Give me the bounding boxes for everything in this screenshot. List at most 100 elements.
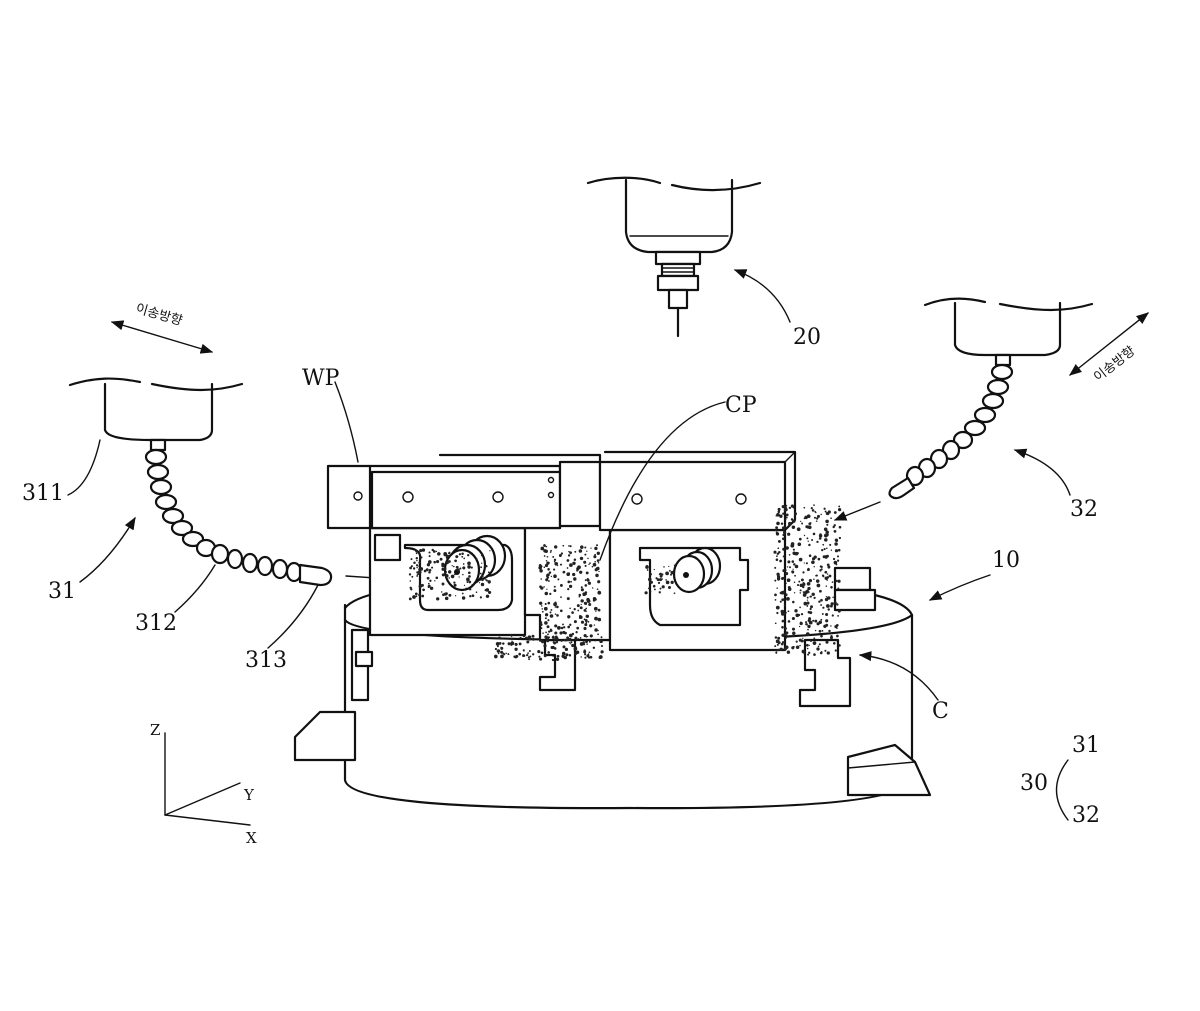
chip-dot	[486, 595, 489, 598]
chip-dot	[809, 554, 812, 557]
chip-dot	[579, 594, 582, 597]
chip-dot	[575, 631, 577, 633]
chip-dot	[598, 609, 601, 612]
chip-dot	[554, 624, 557, 627]
chip-dot	[409, 597, 412, 600]
chip-dot	[581, 586, 583, 588]
chip-dot	[497, 645, 499, 647]
chip-dot	[547, 633, 549, 635]
chip-dot	[581, 604, 582, 605]
chip-dot	[776, 555, 778, 557]
chip-dot	[594, 607, 598, 611]
chip-dot	[825, 511, 827, 513]
chip-dot	[571, 611, 574, 614]
chip-dot	[787, 578, 791, 582]
chip-dot	[803, 591, 807, 595]
chip-dot	[569, 624, 571, 626]
chip-dot	[545, 650, 546, 651]
axis-y-label: Y	[243, 786, 255, 804]
chip-dot	[563, 656, 567, 660]
chip-dot	[554, 631, 557, 634]
chip-dot	[808, 544, 810, 546]
chip-dot	[532, 638, 535, 641]
chip-dot	[836, 639, 838, 641]
chip-dot	[811, 507, 813, 509]
chip-dot	[837, 587, 839, 589]
chip-dot	[468, 575, 471, 578]
chip-dot	[596, 544, 598, 546]
chip-dot	[586, 654, 589, 657]
chip-dot	[567, 567, 569, 569]
chip-dot	[469, 552, 471, 554]
chip-dot	[835, 649, 837, 651]
chip-dot	[785, 572, 788, 575]
chip-dot	[786, 583, 787, 584]
right-nozzle-assembly	[835, 299, 1092, 520]
chip-dot	[551, 576, 552, 577]
chip-dot	[461, 556, 463, 558]
chip-dot	[583, 561, 586, 564]
chip-dot	[453, 581, 455, 583]
chip-dot	[835, 580, 837, 582]
chip-dot	[820, 619, 822, 621]
chip-dot	[508, 642, 511, 645]
chip-dot	[553, 574, 557, 578]
chip-dot	[785, 646, 789, 650]
chip-dot	[428, 583, 430, 585]
chip-dot	[792, 635, 795, 638]
chip-dot	[546, 574, 547, 575]
chip-dot	[548, 636, 550, 638]
chip-dot	[807, 625, 810, 628]
chip-dot	[788, 522, 792, 526]
label-313: 313	[245, 648, 287, 673]
chip-dot	[585, 608, 587, 610]
chip-dot	[411, 576, 413, 578]
chip-dot	[433, 561, 436, 564]
chip-dot	[585, 579, 587, 581]
chip-dot	[539, 658, 542, 661]
chip-dot	[545, 578, 548, 581]
chip-dot	[827, 563, 830, 566]
chip-dot	[588, 603, 591, 606]
chip-dot	[826, 604, 830, 608]
chip-dot	[792, 617, 795, 620]
label-30-sub-32: 32	[1072, 803, 1100, 828]
chip-dot	[540, 547, 544, 551]
chip-dot	[446, 593, 447, 594]
chip-dot	[810, 605, 813, 608]
chip-dot	[519, 642, 522, 645]
chip-dot	[785, 612, 787, 614]
chip-dot	[660, 588, 662, 590]
chip-dot	[581, 588, 584, 591]
chip-dot	[807, 599, 808, 600]
chip-dot	[803, 507, 805, 509]
chip-dot	[547, 619, 549, 621]
chip-dot	[835, 564, 837, 566]
chip-dot	[462, 593, 464, 595]
chip-dot	[420, 556, 422, 558]
chip-dot	[454, 559, 457, 562]
chip-dot	[794, 512, 797, 515]
chip-dot	[437, 552, 441, 556]
chip-dot	[824, 650, 826, 652]
chip-dot	[547, 651, 550, 654]
chip-dot	[824, 571, 827, 574]
chip-dot	[597, 552, 600, 555]
chip-dot	[550, 614, 554, 618]
chip-dot	[777, 637, 780, 640]
chip-dot	[650, 591, 652, 593]
chip-dot	[813, 653, 816, 656]
chip-dot	[814, 555, 817, 558]
chip-dot	[807, 582, 811, 586]
chip-dot	[541, 565, 543, 567]
chip-dot	[560, 564, 562, 566]
chip-dot	[590, 656, 593, 659]
chip-dot	[422, 588, 425, 591]
chip-dot	[787, 566, 788, 567]
chip-dot	[502, 638, 504, 640]
chip-dot	[574, 559, 576, 561]
chip-dot	[799, 626, 800, 627]
chip-dot	[580, 546, 582, 548]
chip-dot	[785, 546, 789, 550]
chip-dot	[532, 635, 535, 638]
